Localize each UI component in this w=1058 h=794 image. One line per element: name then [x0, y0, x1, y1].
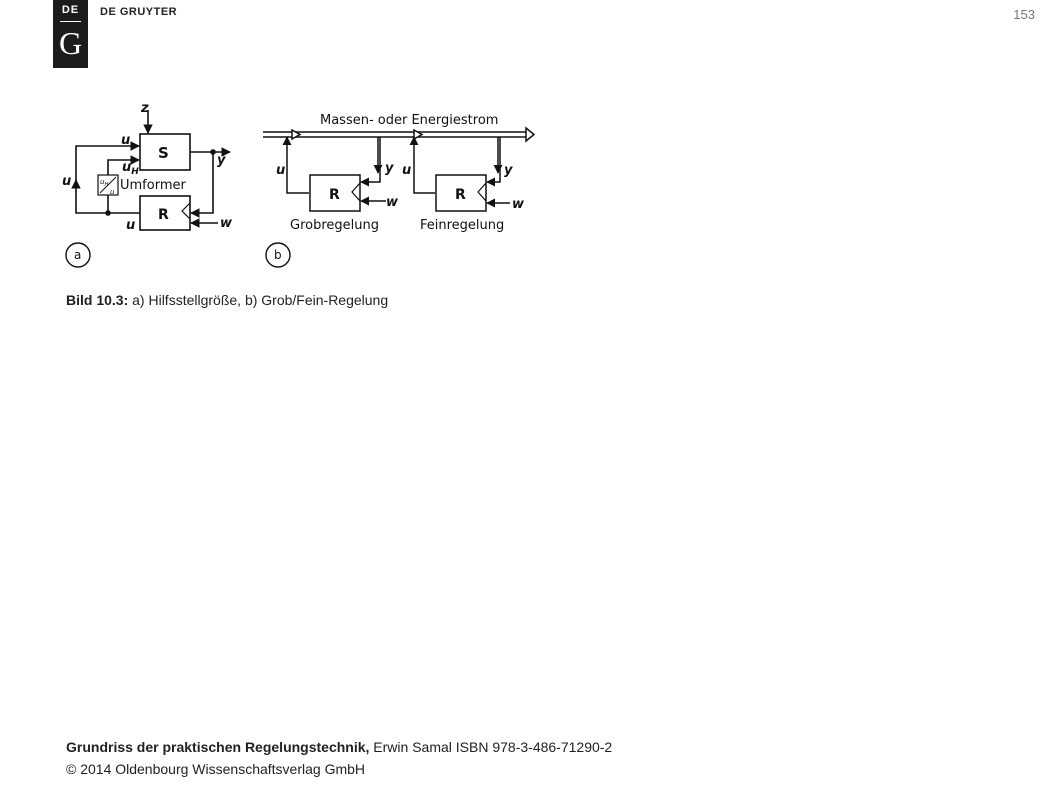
label-conv-top: uH	[100, 178, 108, 188]
panel-a	[65, 110, 231, 268]
footer-book-title: Grundriss der praktischen Regelungstechn…	[66, 739, 370, 755]
label-u-bottom: u	[126, 218, 135, 233]
label-u-outer: u	[62, 174, 71, 189]
footer-book-details: Erwin Samal ISBN 978-3-486-71290-2	[369, 739, 613, 755]
panel-a-labels: z S R y w u u u uH Umformer uH u a	[62, 101, 233, 262]
figure-caption: Bild 10.3: a) Hilfsstellgröße, b) Grob/F…	[66, 292, 388, 308]
label-conv-bottom: u	[110, 188, 115, 196]
label-y: y	[217, 153, 226, 168]
logo-de-text: DE	[61, 4, 80, 16]
label-y-coarse: y	[385, 161, 394, 176]
page-number: 153	[1013, 7, 1035, 22]
label-r-fine: R	[455, 187, 466, 203]
label-s: S	[158, 144, 169, 162]
label-r: R	[158, 207, 169, 223]
footer-citation: Grundriss der praktischen Regelungstechn…	[66, 736, 612, 758]
footer-copyright: © 2014 Oldenbourg Wissenschaftsverlag Gm…	[66, 761, 366, 777]
r-block-fine	[435, 174, 487, 212]
page-footer: Grundriss der praktischen Regelungstechn…	[66, 736, 612, 780]
block-diagram-figure: z S R y w u u u uH Umformer uH u a	[58, 98, 538, 270]
label-u-top: u	[121, 133, 130, 148]
caption-text: a) Hilfsstellgröße, b) Grob/Fein-Regelun…	[128, 292, 389, 308]
label-umformer: Umformer	[120, 178, 186, 193]
r-block-coarse	[309, 174, 361, 212]
logo-g-letter: G	[58, 25, 83, 61]
label-w: w	[220, 216, 233, 231]
label-z: z	[140, 101, 149, 116]
panel-b	[263, 126, 536, 268]
publisher-logo: DE G	[53, 0, 88, 68]
block-diagram-svg: z S R y w u u u uH Umformer uH u a	[62, 101, 536, 268]
label-y-fine: y	[504, 163, 513, 178]
panel-a-marker-label: a	[74, 248, 81, 262]
label-grobregelung: Grobregelung	[290, 218, 379, 233]
label-u-fine: u	[402, 163, 411, 178]
label-u-coarse: u	[276, 163, 285, 178]
label-w-coarse: w	[386, 195, 399, 210]
label-stream: Massen- oder Energiestrom	[320, 113, 498, 128]
label-r-coarse: R	[329, 187, 340, 203]
panel-a-marker	[65, 242, 91, 268]
label-feinregelung: Feinregelung	[420, 218, 504, 233]
panel-b-marker-label: b	[274, 248, 282, 262]
publisher-name: DE GRUYTER	[100, 6, 178, 18]
caption-label: Bild 10.3:	[66, 292, 129, 308]
logo-divider	[60, 21, 81, 22]
label-w-fine: w	[512, 197, 525, 212]
panel-b-labels: Massen- oder Energiestrom R R u u y y w …	[274, 113, 525, 262]
label-uh: uH	[122, 160, 139, 177]
panel-b-marker	[265, 242, 291, 268]
